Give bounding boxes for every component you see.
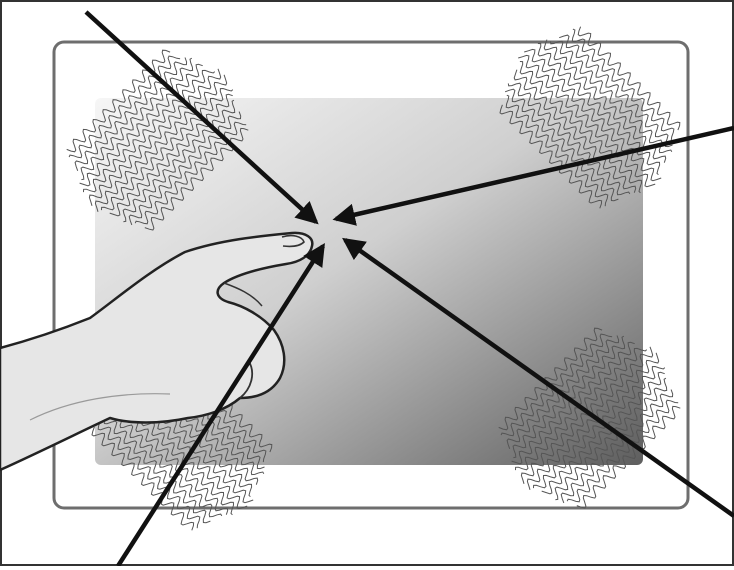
diagram-canvas — [0, 0, 734, 566]
touch-diagram-figure — [0, 0, 734, 566]
